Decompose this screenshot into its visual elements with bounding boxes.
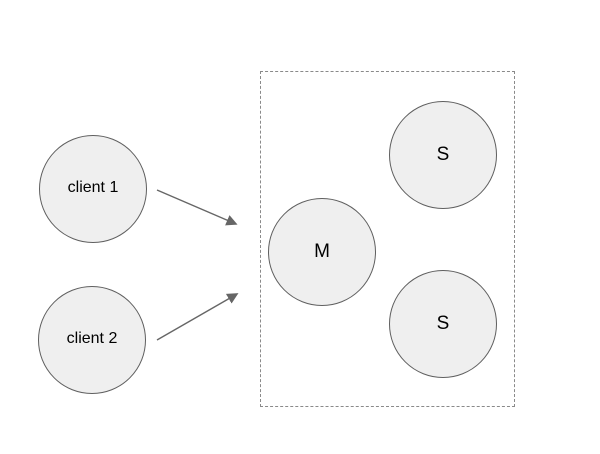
node-label: client 2 <box>66 330 118 347</box>
node-label: client 1 <box>67 179 119 196</box>
node-label: M <box>314 240 330 262</box>
node-client-2: client 2 <box>38 286 146 394</box>
node-label: S <box>436 312 450 334</box>
node-label: S <box>436 143 450 165</box>
node-client-1: client 1 <box>39 135 147 243</box>
cluster-boundary <box>260 71 515 407</box>
node-m: M <box>268 198 376 306</box>
node-s-top: S <box>389 101 497 209</box>
arrow-client-1-to-m <box>156 189 238 226</box>
node-s-bottom: S <box>389 270 497 378</box>
arrow-client-2-to-m <box>156 293 239 341</box>
